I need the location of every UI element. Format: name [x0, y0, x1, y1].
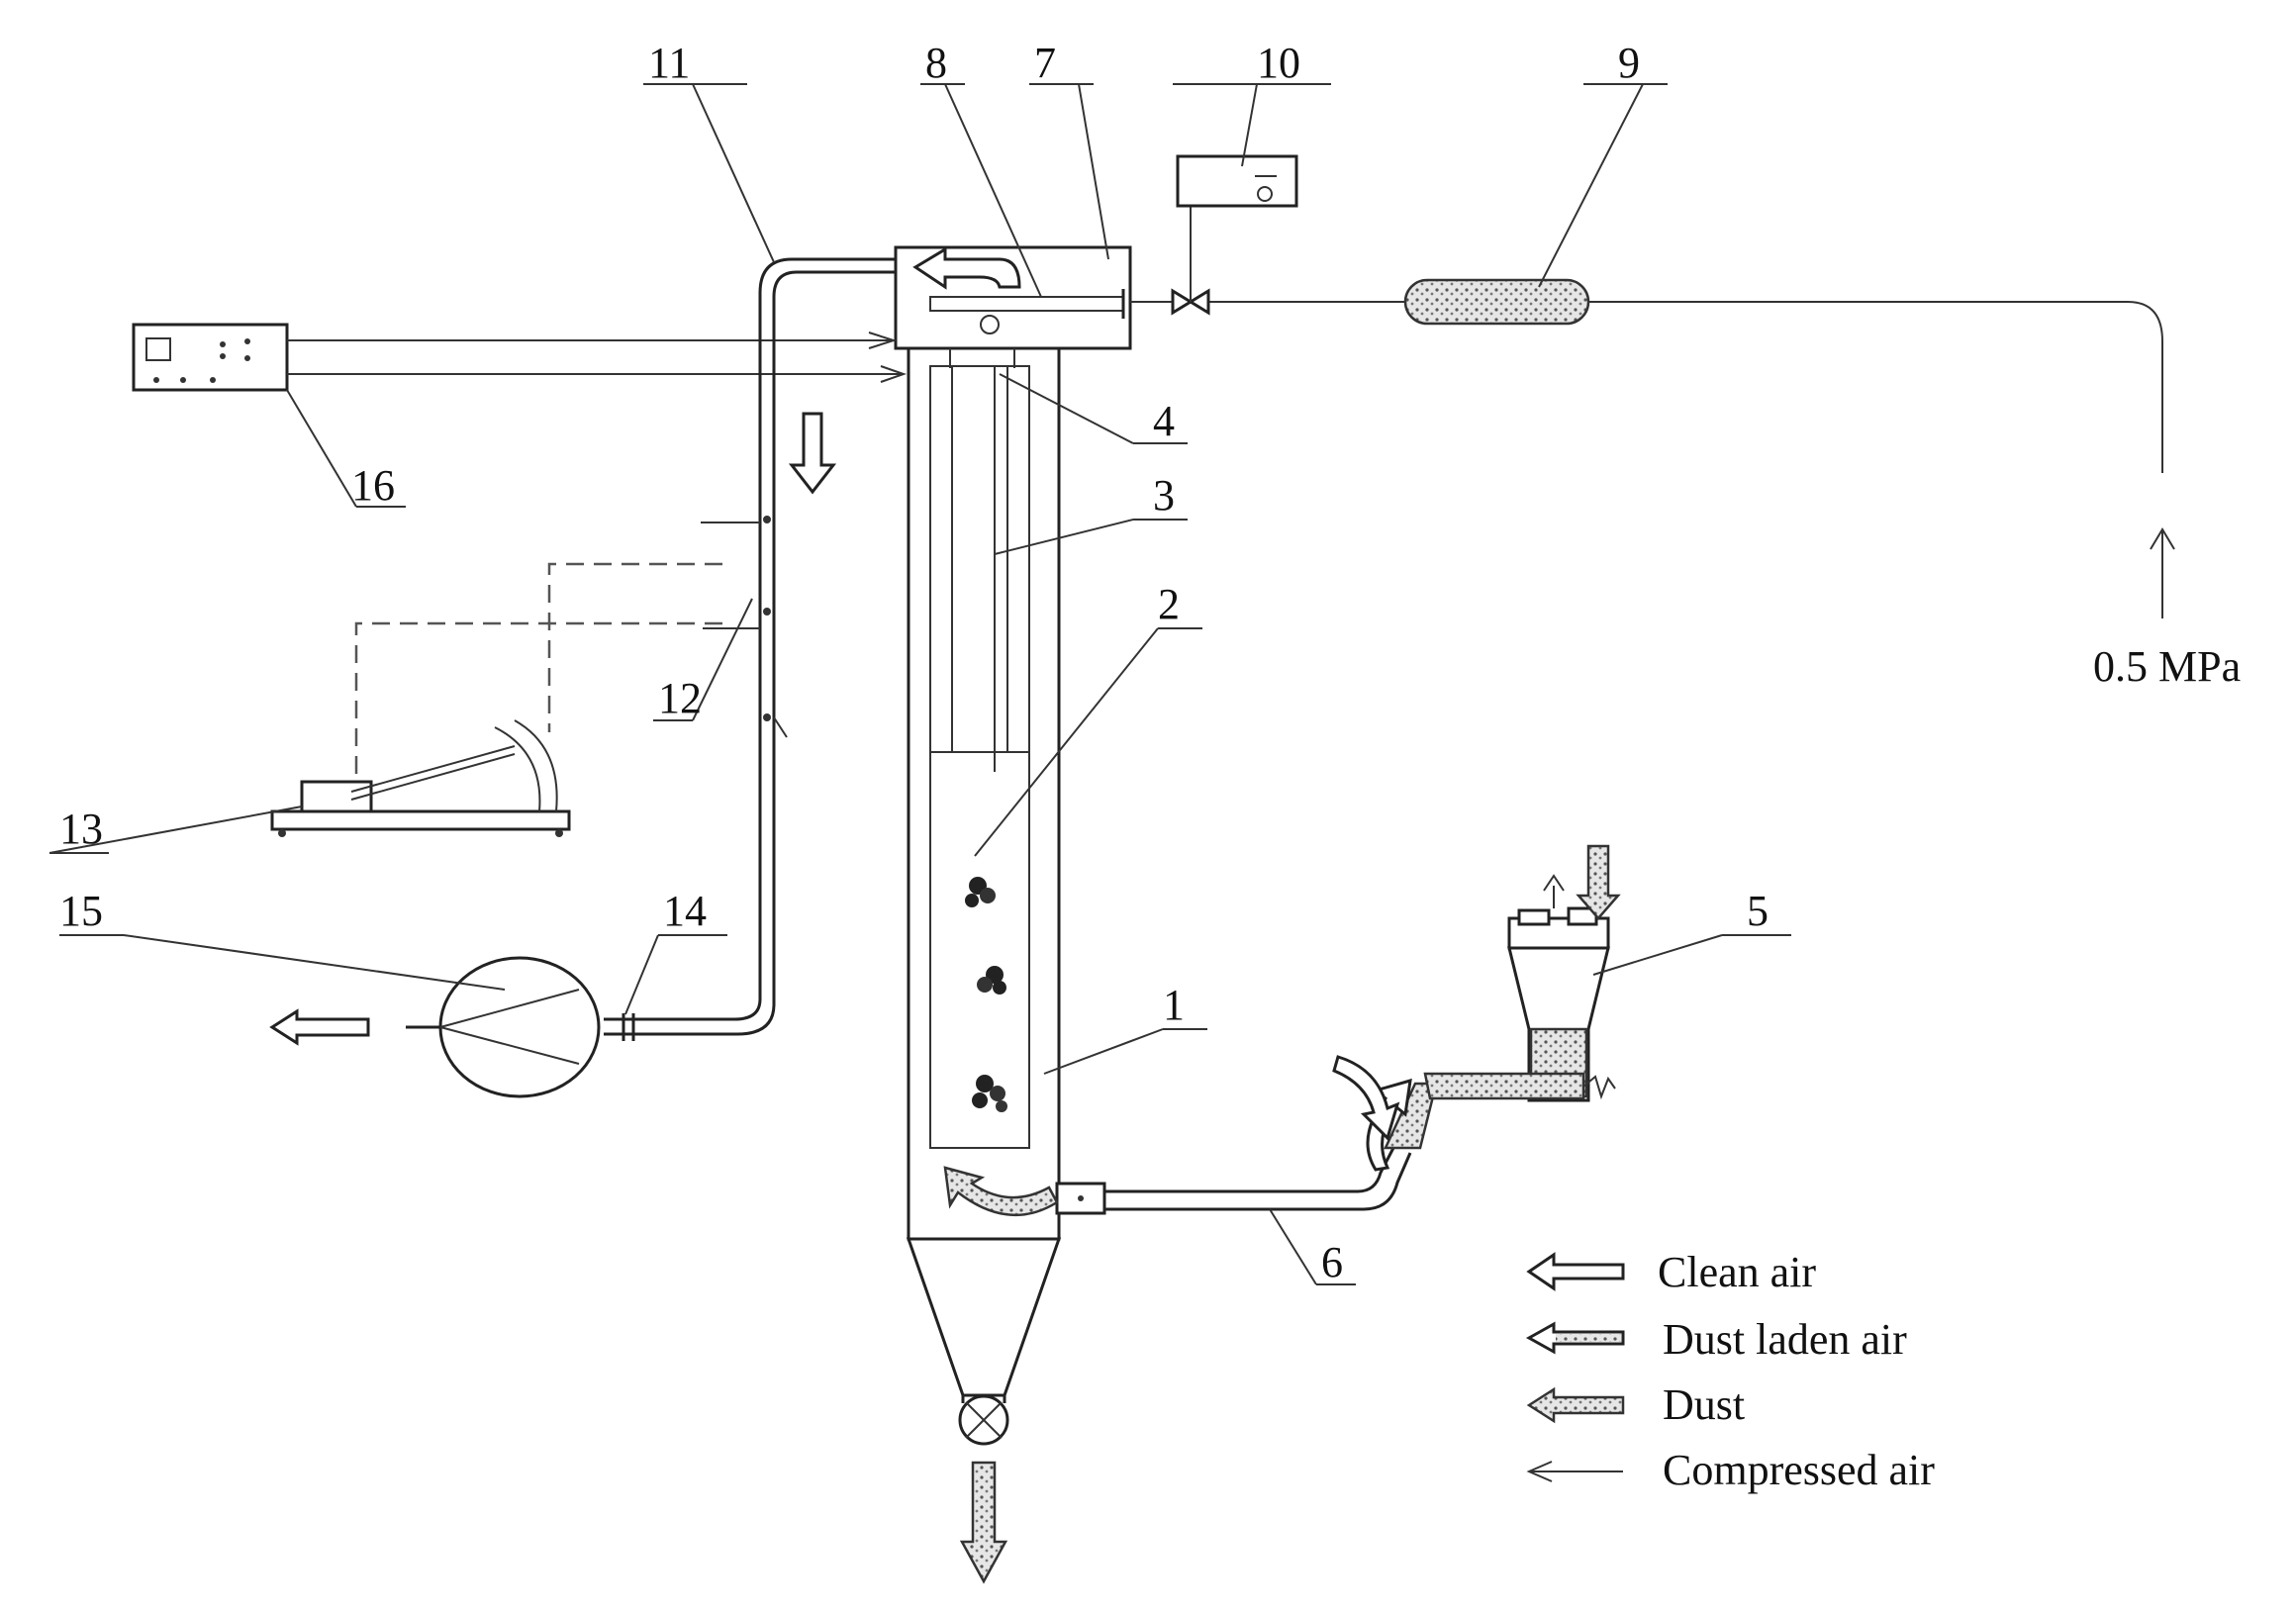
solenoid-valve-icon [1171, 288, 1194, 316]
filter-housing [906, 346, 1062, 1584]
dust-laden-air-arrow-icon [1366, 1078, 1412, 1172]
legend: Clean air Dust laden air Dust Compressed… [1525, 1248, 1935, 1494]
label-5: 5 [1747, 887, 1769, 935]
label-13: 13 [59, 805, 103, 853]
leader-lines [48, 83, 1791, 1285]
ambient-air-arrow-icon [1332, 1055, 1400, 1141]
legend-compressed-air: Compressed air [1663, 1446, 1935, 1494]
legend-dust: Dust [1663, 1380, 1745, 1429]
label-15: 15 [59, 887, 103, 935]
label-10: 10 [1257, 39, 1300, 87]
inlet-duct [1055, 1055, 1435, 1215]
label-1: 1 [1163, 981, 1185, 1029]
label-6: 6 [1321, 1238, 1343, 1286]
label-7: 7 [1034, 39, 1056, 87]
clean-air-arrow-icon [912, 246, 1021, 290]
dust-particle-icon [977, 966, 1006, 995]
dust-particle-icon [965, 877, 996, 907]
legend-clean-air: Clean air [1658, 1248, 1816, 1296]
induced-draft-fan [269, 956, 601, 1098]
dust-particle-icon [972, 1075, 1007, 1112]
dust-feeder [1423, 844, 1621, 1102]
label-8: 8 [925, 39, 947, 87]
clean-air-arrow-icon [788, 412, 837, 495]
label-16: 16 [351, 461, 395, 510]
label-4: 4 [1153, 397, 1175, 445]
label-12: 12 [658, 674, 702, 722]
differential-manometer [270, 562, 722, 837]
pulse-controller [1176, 154, 1298, 208]
clean-air-exhaust-arrow-icon [269, 1008, 370, 1046]
outlet-duct [604, 257, 896, 1041]
label-14: 14 [663, 887, 707, 935]
header-plenum [894, 245, 1132, 368]
label-11: 11 [648, 39, 690, 87]
dust-outlet-arrow-icon [959, 1461, 1008, 1584]
pressure-label: 0.5 MPa [2093, 642, 2241, 691]
dust-laden-air-inlet-arrow-icon [943, 1166, 1059, 1217]
label-2: 2 [1158, 580, 1180, 628]
legend-clean-air-arrow-icon [1526, 1252, 1625, 1291]
compressed-air-line [1130, 206, 2175, 618]
air-tank-icon [1403, 278, 1590, 326]
data-acquisition-unit [132, 323, 908, 392]
legend-dust-arrow-icon [1526, 1386, 1625, 1424]
dust-input-arrow-icon [1576, 844, 1621, 920]
legend-compressed-air-arrow-icon [1526, 1461, 1553, 1482]
legend-dust-laden-air: Dust laden air [1663, 1315, 1907, 1364]
label-9: 9 [1618, 39, 1640, 87]
label-3: 3 [1153, 471, 1175, 520]
